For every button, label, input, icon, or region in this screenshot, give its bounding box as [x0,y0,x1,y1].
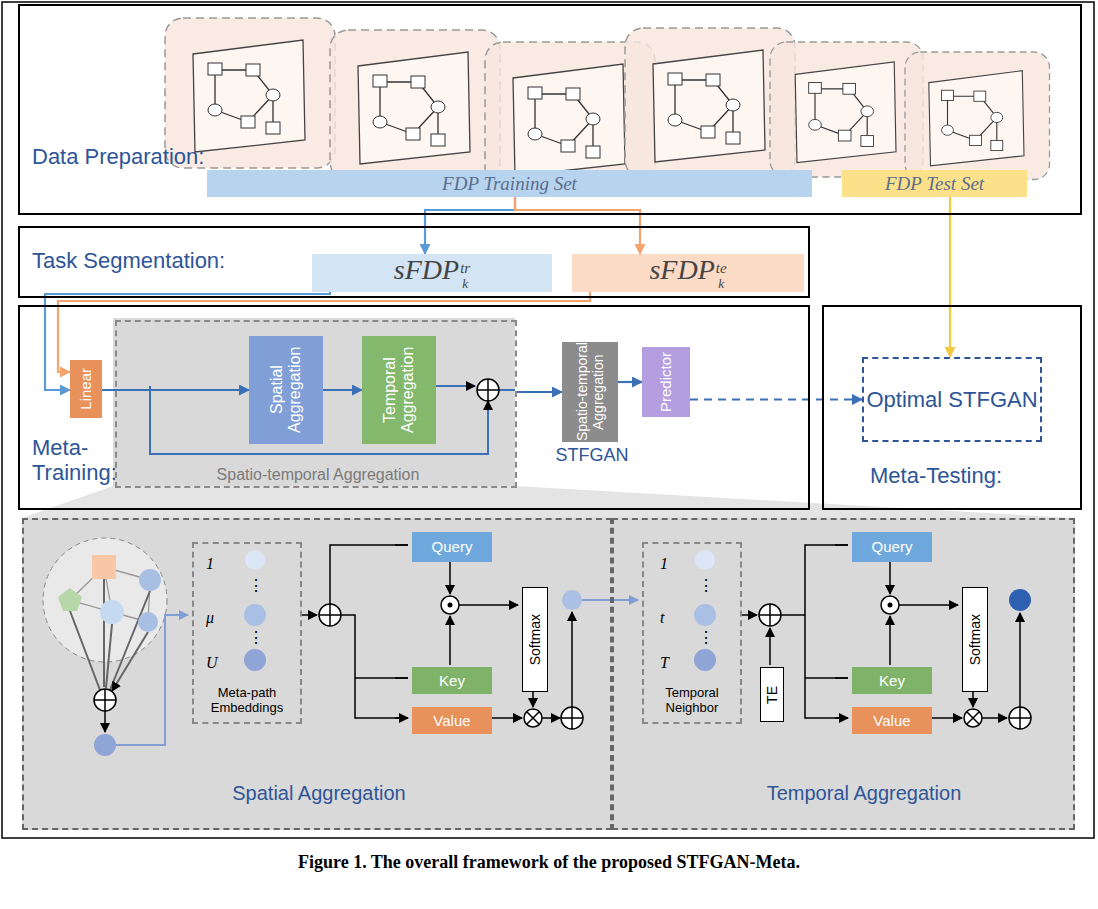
softmax-box: Softmax [522,587,548,692]
box-label: FDP Training Set [442,173,577,195]
heading: Spatio-temporal Aggregation [117,466,519,484]
subscript: k [716,277,727,292]
subscript: k [460,277,470,292]
ellipsis: ⋮ [698,578,712,594]
heading: U [206,654,226,672]
panel: Task Segmentation:sFDPtrksFDPtek [18,226,810,298]
detail-panel: Spatial Aggregation 1 μU Meta-path Embeddin… [22,518,612,830]
box-label: Query [432,538,473,555]
key-box: Key [852,667,932,694]
group-caption: Temporal Neighbor [644,686,740,716]
flow-arrow [517,391,562,393]
box-label: Spatio-temporal Aggregation [574,342,606,442]
box-label: Key [439,672,465,689]
dataset-bar: FDP Test Set [842,170,1027,197]
flow-arrow [690,398,862,400]
index-stack: trk [460,260,470,292]
predictor-box: Predictor [642,347,690,417]
heading: Meta-Testing: [870,463,1070,488]
superscript: tr [460,260,470,277]
dataset-bar: FDP Training Set [207,170,812,197]
ellipsis: ⋮ [698,630,712,646]
heading: t [660,609,680,627]
model-name: STFGAN [552,446,632,464]
model-box: Optimal STFGAN [862,357,1042,442]
box-label: Query [872,538,913,555]
box-label: Value [873,712,910,729]
flow-arrow [323,389,362,391]
encoding-box: TE [760,667,784,722]
key-box: Key [412,667,492,694]
process-box: Spatio-temporal Aggregation [562,342,618,442]
box-label: Softmax [967,614,983,665]
heading: Spatial Aggregation [144,782,494,805]
box-label: TE [764,686,780,704]
ellipsis: ⋮ [248,630,262,646]
panel: Data Preparation: FDP Training Set FDP Tes… [18,4,1082,215]
group-caption: Meta-path Embeddings [194,686,300,716]
task-box: sFDPtrk [312,254,552,292]
superscript: te [716,260,727,277]
heading: Task Segmentation: [32,248,332,273]
box-label: Predictor [657,352,674,412]
set-name: sFDP [394,254,459,285]
neighbor-group: 1 tT Temporal Neighbor [642,542,742,724]
box-label: Value [433,712,470,729]
box-label: FDP Test Set [885,173,984,195]
set-name: sFDP [649,254,714,285]
heading: Data Preparation: [32,144,212,169]
softmax-box: Softmax [962,587,988,692]
box-label: Spatial Aggregation [268,336,305,444]
ellipsis: ⋮ [248,578,262,594]
math-label: sFDPtrk [394,254,470,291]
process-box: Spatial Aggregation [249,336,323,444]
module-group: Spatio-temporal Aggregation Spatial Aggre… [115,320,517,488]
heading: Meta-Training: [32,435,132,486]
heading: T [660,654,680,672]
value-box: Value [412,707,492,734]
box-label: Optimal STFGAN [866,387,1037,412]
box-label: Key [879,672,905,689]
embedding-group: 1 μU Meta-path Embeddings [192,542,302,724]
query-box: Query [852,532,932,562]
query-box: Query [412,532,492,562]
box-label: Temporal Aggregation [381,336,418,444]
detail-panel: Temporal Aggregation 1 tT Temporal Neighbor… [612,518,1075,830]
math-label: sFDPtek [649,254,726,291]
value-box: Value [852,707,932,734]
panel: Meta-Testing: Optimal STFGAN [822,305,1082,510]
flow-arrow [949,197,951,357]
process-box: Temporal Aggregation [362,336,436,444]
figure-caption: Figure 1. The overall framework of the p… [0,852,1098,873]
flow-arrow [618,381,642,383]
index-stack: tek [716,260,727,292]
flow-arrow [58,292,590,372]
task-box: sFDPtek [572,254,804,292]
linear-layer: Linear [70,360,102,418]
heading: Temporal Aggregation [714,782,1014,805]
panel: Meta-Training:LinearSpatio-temporal Aggr… [18,305,810,510]
heading: 1 [206,555,226,573]
flow-arrow [102,389,249,391]
heading: μ [206,609,226,627]
box-label: Linear [77,368,94,410]
box-label: Softmax [527,614,543,665]
heading: 1 [660,555,680,573]
